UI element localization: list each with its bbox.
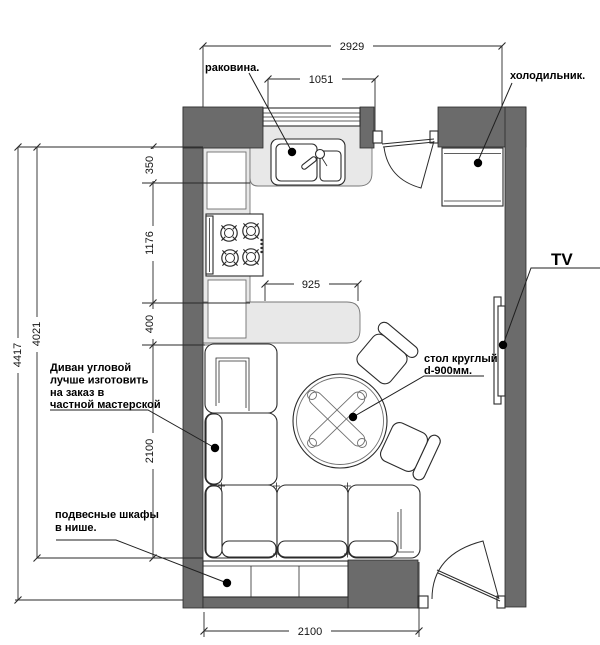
door-swing-arc [383, 140, 435, 189]
door-swing-arc [431, 540, 500, 600]
sofa-back-cushion [221, 540, 277, 558]
dim-window-width: 1051 [309, 74, 333, 86]
dim-room-width-top: 2929 [340, 41, 364, 53]
tv-panel [493, 296, 506, 405]
base-cabinet-bottom [207, 279, 247, 339]
fridge [441, 147, 504, 207]
cabinets-leader [56, 539, 228, 584]
table-label-line2: d-900мм. [424, 365, 472, 377]
entry-door-bottom [417, 540, 506, 609]
sofa-back-cushion [205, 485, 223, 558]
chair-bottom [379, 422, 441, 481]
sofa-armrest-right [397, 509, 414, 553]
wall-top-left [182, 106, 264, 149]
sofa-label-line1: Диван угловой [50, 362, 131, 374]
door-jamb [429, 130, 439, 144]
tv-dot [498, 340, 508, 350]
entry-door-top [372, 130, 439, 189]
table-label-line1: стол круглый [424, 353, 498, 365]
sofa-back-cushion [348, 540, 398, 558]
cabinets-label-line2: в нише. [55, 522, 97, 534]
burner [221, 249, 239, 267]
sofa-back-cushion [277, 540, 348, 558]
table-dot [348, 412, 358, 422]
tv-label: TV [551, 250, 573, 269]
burner [242, 222, 260, 240]
sofa-leader [50, 409, 216, 449]
sink-dot [287, 147, 297, 157]
window-panes [263, 112, 360, 122]
fridge-label: холодильник. [510, 70, 585, 82]
fridge-leader [477, 82, 513, 162]
leader-dots [210, 147, 508, 588]
stove [205, 213, 264, 277]
door-jamb [496, 595, 506, 609]
sofa-label: Диван угловой лучше изготовить на заказ … [50, 362, 161, 411]
table-legs [307, 390, 367, 448]
wall-top-stub [359, 106, 375, 149]
sofa-end-seat [347, 484, 421, 559]
dim-seg-bottom: 400 [144, 315, 156, 333]
dimension-lines: 2929 1051 925 2100 350 1176 400 2100 402… [12, 40, 506, 638]
sink [270, 138, 346, 186]
dim-counter-return: 925 [302, 279, 320, 291]
dining-table [292, 373, 388, 469]
faucet [301, 148, 328, 170]
table-leader [352, 375, 484, 418]
door-leaf [436, 569, 501, 602]
cabinets-label: подвесные шкафы в нише. [55, 509, 159, 534]
chair-top [356, 321, 419, 385]
chair-seat [379, 422, 429, 472]
dim-room-depth: 4021 [31, 322, 43, 346]
table-label: стол круглый d-900мм. [424, 353, 498, 377]
sink-basin-large [275, 143, 318, 182]
burner [242, 248, 260, 266]
wall-bottom-right-block [347, 559, 419, 609]
base-cabinet-top [206, 151, 247, 210]
burner [220, 224, 238, 242]
sofa-label-line3: на заказ в [50, 387, 105, 399]
dim-seg-stove: 1176 [144, 231, 156, 255]
sink-label: раковина. [205, 62, 259, 74]
annotations: раковина. холодильник. TV стол круглый d… [50, 62, 600, 588]
wall-bottom-strip [202, 596, 349, 609]
dim-sofa-side: 2100 [144, 439, 156, 463]
sofa-armrest-top [215, 357, 250, 411]
dim-left-overall: 4417 [12, 343, 24, 367]
sink-leader [248, 72, 293, 153]
wall-left [182, 106, 204, 609]
door-jamb [417, 595, 429, 609]
sofa-label-line2: лучше изготовить [50, 375, 149, 387]
walls [182, 106, 527, 609]
chair-seat [356, 333, 408, 385]
window [262, 107, 361, 127]
tv-leader [502, 267, 600, 346]
sofa-dot [210, 443, 220, 453]
niche-cabinets [202, 560, 349, 598]
corner-sofa [204, 343, 421, 559]
dim-seg-top: 350 [144, 156, 156, 174]
sink-basin-small [319, 150, 342, 182]
sofa-tufts [218, 482, 351, 558]
cabinets-dot [222, 578, 232, 588]
door-leaf [381, 138, 435, 148]
cabinets-label-line1: подвесные шкафы [55, 509, 159, 521]
door-jamb [372, 130, 383, 144]
fridge-dot [473, 158, 483, 168]
stove-knobs [260, 238, 263, 254]
sofa-label-line4: частной мастерской [50, 399, 161, 411]
dim-room-width-bottom: 2100 [298, 626, 322, 638]
wall-right [504, 106, 527, 608]
